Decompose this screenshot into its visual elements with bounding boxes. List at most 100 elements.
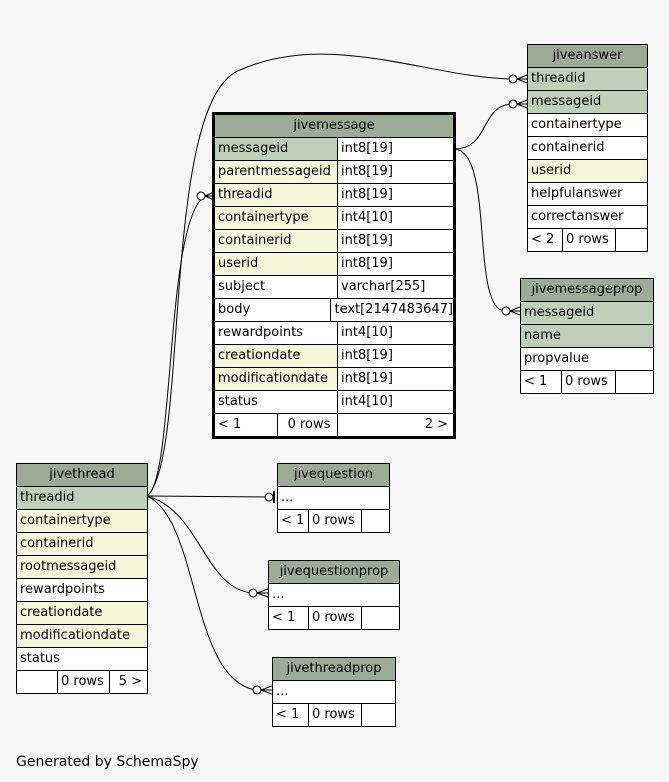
column-name: correctanswer (528, 206, 647, 228)
column-row[interactable]: containerid (528, 137, 647, 160)
parents-count[interactable]: < 1 (272, 610, 296, 625)
column-type: int8[19] (337, 253, 453, 275)
table-footer: < 1 0 rows (273, 704, 395, 726)
column-name: creationdate (17, 602, 147, 624)
column-type: int8[19] (337, 161, 453, 183)
column-type: int8[19] (337, 138, 453, 160)
column-row[interactable]: threadid (17, 487, 147, 510)
column-row[interactable]: status (17, 648, 147, 671)
column-row[interactable]: containertype (528, 114, 647, 137)
parents-count[interactable]: < 2 (531, 232, 555, 247)
table-jivequestion[interactable]: jivequestion ... < 1 0 rows (277, 463, 390, 533)
column-row[interactable]: propvalue (521, 348, 653, 371)
column-row[interactable]: userid (528, 160, 647, 183)
children-count[interactable]: 2 > (337, 414, 453, 436)
column-name: parentmessageid (215, 161, 337, 183)
column-name: rootmessageid (17, 556, 147, 578)
row-count: 0 rows (57, 671, 109, 693)
column-row[interactable]: helpfulanswer (528, 183, 647, 206)
column-row[interactable]: containerid (17, 533, 147, 556)
row-count: 0 rows (308, 510, 361, 532)
column-type: int4[10] (337, 391, 453, 413)
column-row[interactable]: ... (269, 584, 399, 607)
column-name: rewardpoints (215, 322, 337, 344)
children-count[interactable]: 5 > (109, 671, 147, 693)
table-header: jivethreadprop (273, 658, 395, 681)
table-jivequestionprop[interactable]: jivequestionprop ... < 1 0 rows (268, 560, 400, 630)
children-count[interactable] (361, 704, 395, 726)
parents-count[interactable]: < 1 (281, 513, 305, 528)
column-row[interactable]: rootmessageid (17, 556, 147, 579)
column-row[interactable]: creationdate (17, 602, 147, 625)
column-name: name (521, 325, 653, 347)
generated-by-credit[interactable]: Generated by SchemaSpy (16, 754, 199, 770)
row-count: 0 rows (562, 229, 615, 251)
column-name: subject (215, 276, 337, 298)
column-row[interactable]: messageid (521, 302, 653, 325)
column-name: body (215, 299, 331, 321)
column-name: containertype (528, 114, 647, 136)
children-count[interactable] (361, 607, 399, 629)
table-jivethreadprop[interactable]: jivethreadprop ... < 1 0 rows (272, 657, 396, 727)
children-count[interactable] (361, 510, 389, 532)
column-name: status (17, 648, 147, 670)
table-header: jivequestion (278, 464, 389, 487)
column-row[interactable]: ... (273, 681, 395, 704)
column-name: containerid (215, 230, 337, 252)
column-name: messageid (528, 91, 647, 113)
row-count: 0 rows (308, 607, 361, 629)
parents-count[interactable] (17, 671, 57, 693)
edge-thread-answer (146, 53, 513, 497)
table-header: jivemessage (215, 115, 453, 138)
table-footer: < 1 0 rows (521, 371, 653, 393)
edge-message-answer (453, 103, 513, 150)
table-header: jivemessageprop (521, 279, 653, 302)
children-count[interactable] (615, 371, 653, 393)
column-type: int4[10] (337, 322, 453, 344)
column-row[interactable]: containertype (17, 510, 147, 533)
column-name: messageid (521, 302, 653, 324)
column-row[interactable]: threadid (528, 68, 647, 91)
edge-message-messageprop (453, 148, 506, 312)
column-row[interactable]: name (521, 325, 653, 348)
column-type: int8[19] (337, 184, 453, 206)
children-count[interactable] (615, 229, 647, 251)
column-row[interactable]: ... (278, 487, 389, 510)
table-footer: < 2 0 rows (528, 229, 647, 251)
column-name: threadid (215, 184, 337, 206)
parents-count[interactable]: < 1 (524, 374, 548, 389)
table-header: jiveanswer (528, 45, 647, 68)
column-name: containertype (215, 207, 337, 229)
column-name: rewardpoints (17, 579, 147, 601)
column-type: int8[19] (337, 368, 453, 390)
column-name: messageid (215, 138, 337, 160)
column-row[interactable]: rewardpoints (17, 579, 147, 602)
parents-count[interactable]: < 1 (276, 707, 300, 722)
column-name: modificationdate (17, 625, 147, 647)
row-count: 0 rows (277, 414, 337, 436)
column-row[interactable]: correctanswer (528, 206, 647, 229)
table-header: jivethread (17, 464, 147, 487)
column-name: modificationdate (215, 368, 337, 390)
parents-count[interactable]: < 1 (218, 417, 242, 432)
column-row[interactable]: messageid (528, 91, 647, 114)
column-row[interactable]: modificationdate (17, 625, 147, 648)
table-footer: < 1 0 rows (278, 510, 389, 532)
